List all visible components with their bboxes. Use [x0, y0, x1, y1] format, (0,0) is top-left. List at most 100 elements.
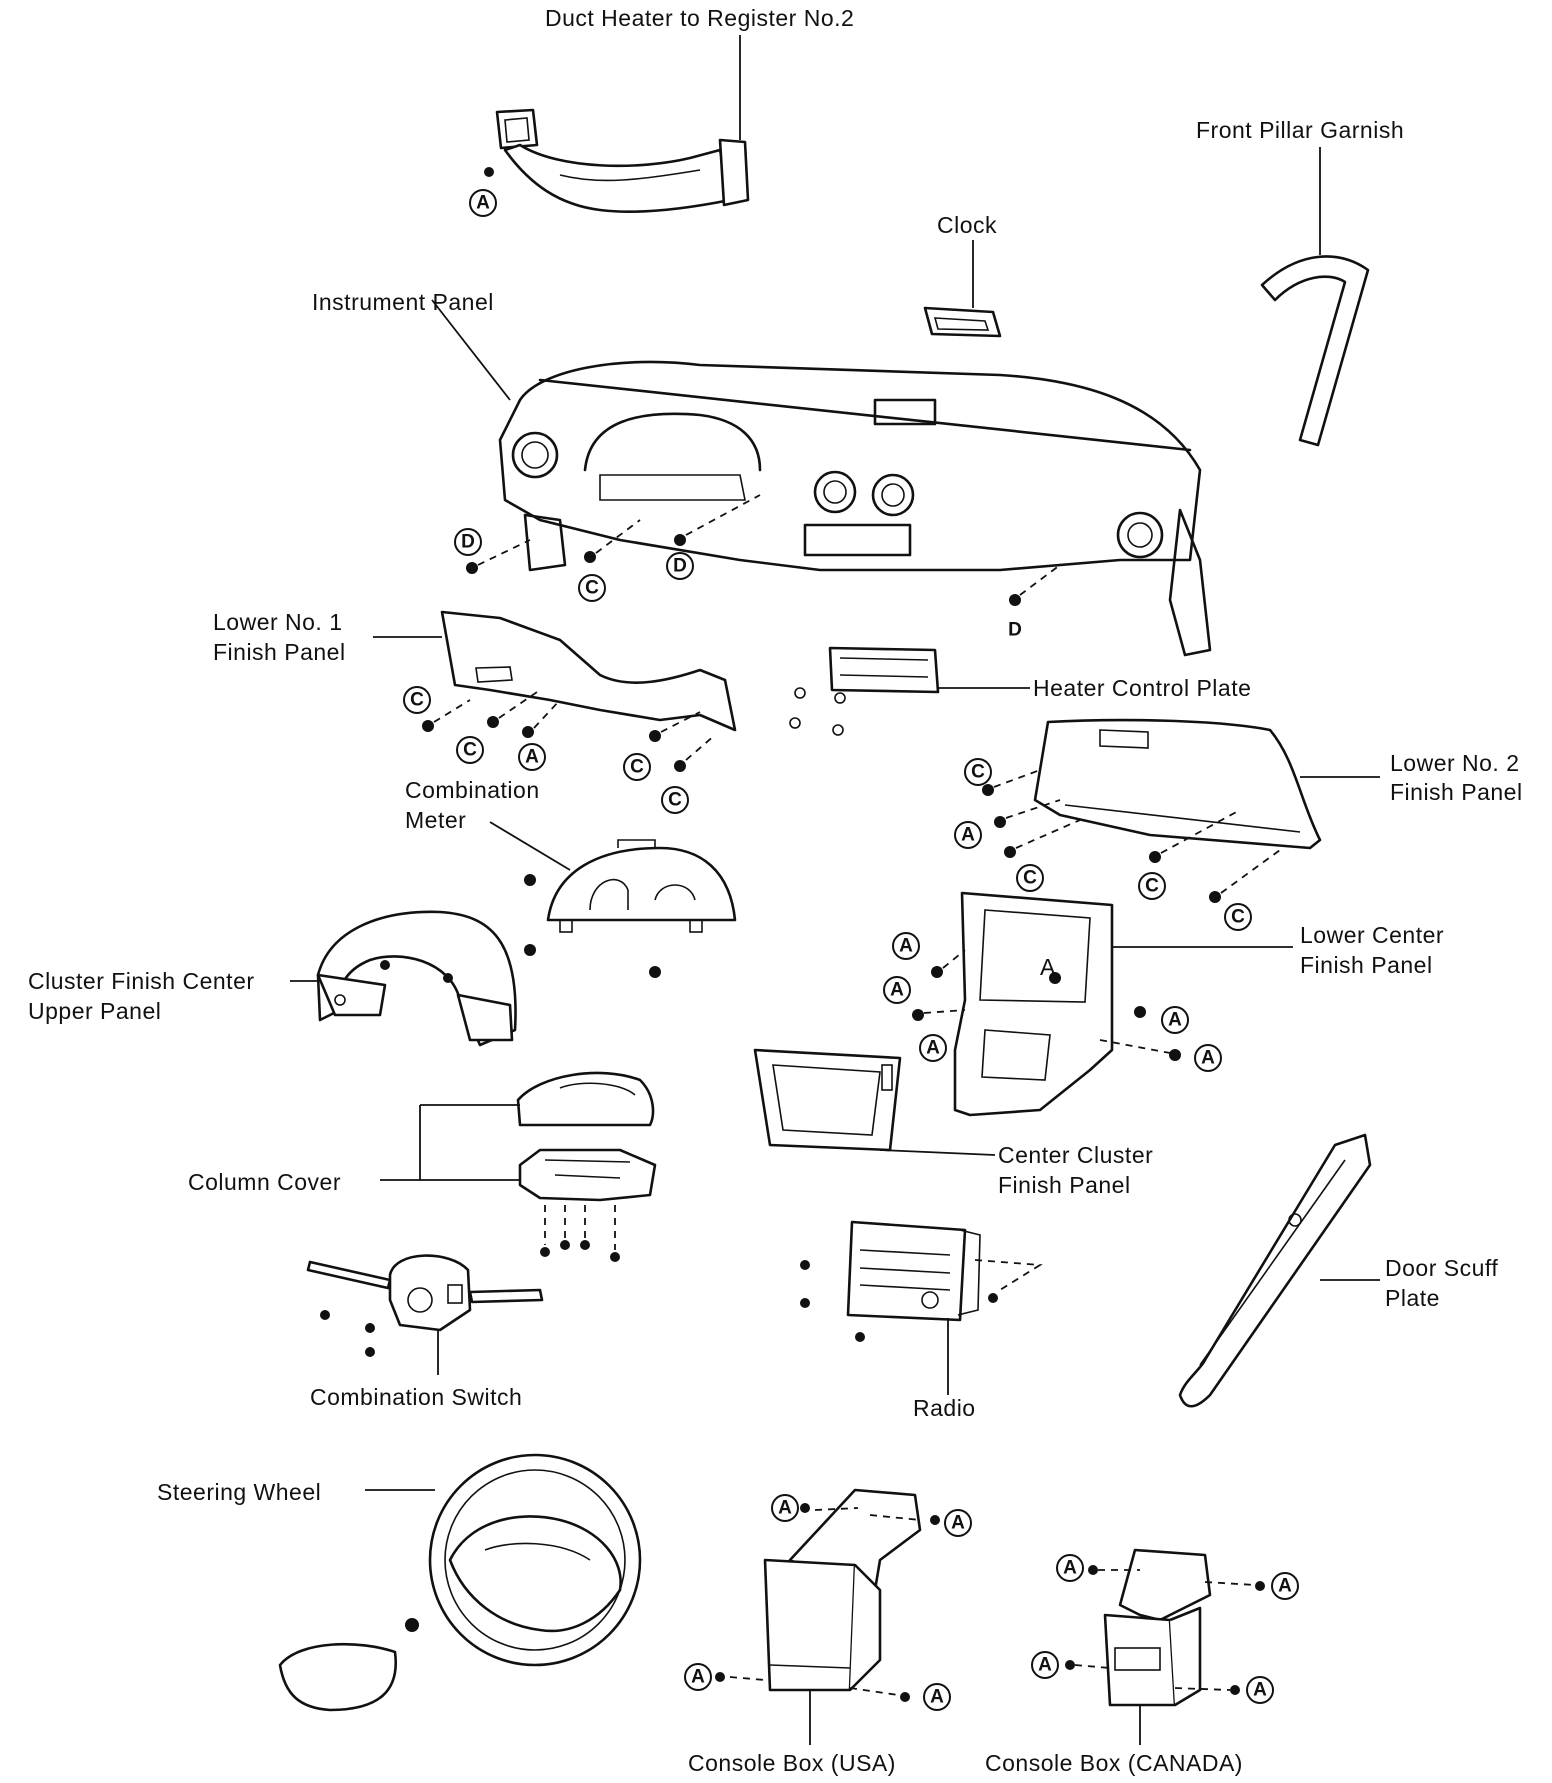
lower-no1-label-line2: Finish Panel: [213, 639, 346, 665]
lower-no2-label-line1: Lower No. 2: [1390, 750, 1520, 776]
column-cover-lower-part: [518, 1148, 657, 1202]
fastener-mark-d-2: D: [666, 552, 694, 580]
svg-text:A: A: [1063, 1558, 1077, 1579]
fastener-mark-c-9: C: [1224, 903, 1252, 931]
fastener-mark-a-8: A: [1194, 1044, 1222, 1072]
front-pillar-garnish-part: [1260, 147, 1370, 447]
duct-heater-label: Duct Heater to Register No.2: [545, 5, 854, 31]
lower-center-finish-panel-part: [953, 891, 1293, 1117]
column-cover-screws: [540, 1205, 620, 1262]
fastener-mark-c-4: C: [623, 753, 651, 781]
fastener-mark-a-16: A: [1246, 1676, 1274, 1704]
fastener-mark-a: A: [469, 189, 497, 217]
fastener-mark-a-12: A: [923, 1683, 951, 1711]
door-scuff-label-line2: Plate: [1385, 1285, 1440, 1311]
fastener-mark-c-5: C: [661, 786, 689, 814]
cluster-finish-label-line1: Cluster Finish Center: [28, 968, 255, 994]
svg-text:A: A: [1168, 1010, 1182, 1031]
cluster-finish-label-line2: Upper Panel: [28, 998, 161, 1024]
center-cluster-label-line1: Center Cluster: [998, 1142, 1153, 1168]
svg-text:A: A: [899, 936, 913, 957]
svg-text:A: A: [1038, 1655, 1052, 1676]
front-pillar-garnish-label: Front Pillar Garnish: [1196, 117, 1404, 143]
fastener-mark-c-2: C: [403, 686, 431, 714]
svg-text:C: C: [585, 578, 599, 599]
svg-text:C: C: [1145, 876, 1159, 897]
lower-no2-fasteners: [982, 769, 1281, 903]
fastener-mark-a-5: A: [883, 976, 911, 1004]
center-cluster-finish-panel-part: [753, 1048, 996, 1156]
column-cover-upper-part: [516, 1071, 655, 1127]
heater-control-plate-part: [789, 646, 1030, 736]
center-cluster-label-line2: Finish Panel: [998, 1172, 1131, 1198]
column-cover-leader: [380, 1104, 520, 1181]
svg-text:A: A: [930, 1687, 944, 1708]
console-box-usa-label: Console Box (USA): [688, 1750, 896, 1776]
lower-no1-fasteners: [422, 689, 716, 772]
lower-no2-finish-panel-part: [1033, 718, 1380, 850]
steering-wheel-part: [278, 1453, 642, 1712]
svg-text:A: A: [890, 980, 904, 1001]
lower-no1-label-line1: Lower No. 1: [213, 609, 343, 635]
lower-center-label-line2: Finish Panel: [1300, 952, 1433, 978]
svg-text:C: C: [1023, 868, 1037, 889]
fastener-mark-a-3: A: [954, 821, 982, 849]
svg-text:C: C: [410, 690, 424, 711]
combination-meter-screws: [524, 874, 661, 978]
fastener-mark-d-3: D: [1008, 620, 1022, 641]
fastener-mark-c-8: C: [1138, 872, 1166, 900]
fastener-mark-a-9: A: [771, 1494, 799, 1522]
svg-text:C: C: [668, 790, 682, 811]
instrument-panel-fasteners: [466, 494, 1061, 606]
lower-center-label-line1: Lower Center: [1300, 922, 1444, 948]
combination-meter-part: [489, 821, 737, 933]
heater-control-plate-label: Heater Control Plate: [1033, 675, 1251, 701]
fastener-mark-a-13: A: [1056, 1554, 1084, 1582]
fastener-mark-a-11: A: [684, 1663, 712, 1691]
svg-text:A: A: [1253, 1680, 1267, 1701]
lower-center-fasteners: [912, 949, 1181, 1061]
lower-no1-finish-panel-part: [373, 610, 737, 732]
combination-switch-part: [306, 1254, 544, 1375]
combination-meter-label-line1: Combination: [405, 777, 540, 803]
svg-text:C: C: [971, 762, 985, 783]
fastener-mark-c-3: C: [456, 736, 484, 764]
fastener-mark-a-15: A: [1031, 1651, 1059, 1679]
instrument-panel-part: [431, 299, 1212, 657]
fastener-mark-c-7: C: [1016, 864, 1044, 892]
clock-label: Clock: [937, 212, 997, 238]
console-box-canada-part: [1065, 1548, 1265, 1745]
duct-heater-part: [484, 35, 750, 213]
clock-part: [923, 240, 1002, 338]
svg-text:C: C: [1231, 907, 1245, 928]
combination-meter-label-line2: Meter: [405, 807, 466, 833]
svg-text:D: D: [1008, 620, 1022, 641]
svg-text:A: A: [926, 1038, 940, 1059]
svg-text:A: A: [778, 1498, 792, 1519]
svg-text:A: A: [1201, 1048, 1215, 1069]
steering-wheel-label: Steering Wheel: [157, 1479, 321, 1505]
console-box-usa-part: [715, 1488, 940, 1745]
svg-text:A: A: [476, 193, 490, 214]
fastener-mark-c-6: C: [964, 758, 992, 786]
door-scuff-label-line1: Door Scuff: [1385, 1255, 1498, 1281]
lower-no2-label-line2: Finish Panel: [1390, 779, 1523, 805]
fastener-mark-a-2: A: [518, 743, 546, 771]
door-scuff-plate-part: [1178, 1133, 1380, 1408]
combination-switch-label: Combination Switch: [310, 1384, 522, 1410]
cluster-finish-center-upper-panel-part: [290, 910, 517, 1047]
fastener-mark-a-6: A: [1161, 1006, 1189, 1034]
radio-label: Radio: [913, 1395, 976, 1421]
svg-text:A: A: [961, 825, 975, 846]
instrument-panel-label: Instrument Panel: [312, 289, 494, 315]
console-box-canada-label: Console Box (CANADA): [985, 1750, 1243, 1776]
svg-text:C: C: [463, 740, 477, 761]
svg-text:A: A: [1278, 1576, 1292, 1597]
fastener-mark-a-4: A: [892, 932, 920, 960]
fastener-mark-a-7: A: [919, 1034, 947, 1062]
column-cover-label: Column Cover: [188, 1169, 341, 1195]
svg-text:C: C: [630, 757, 644, 778]
svg-text:A: A: [525, 747, 539, 768]
svg-text:A: A: [951, 1513, 965, 1534]
